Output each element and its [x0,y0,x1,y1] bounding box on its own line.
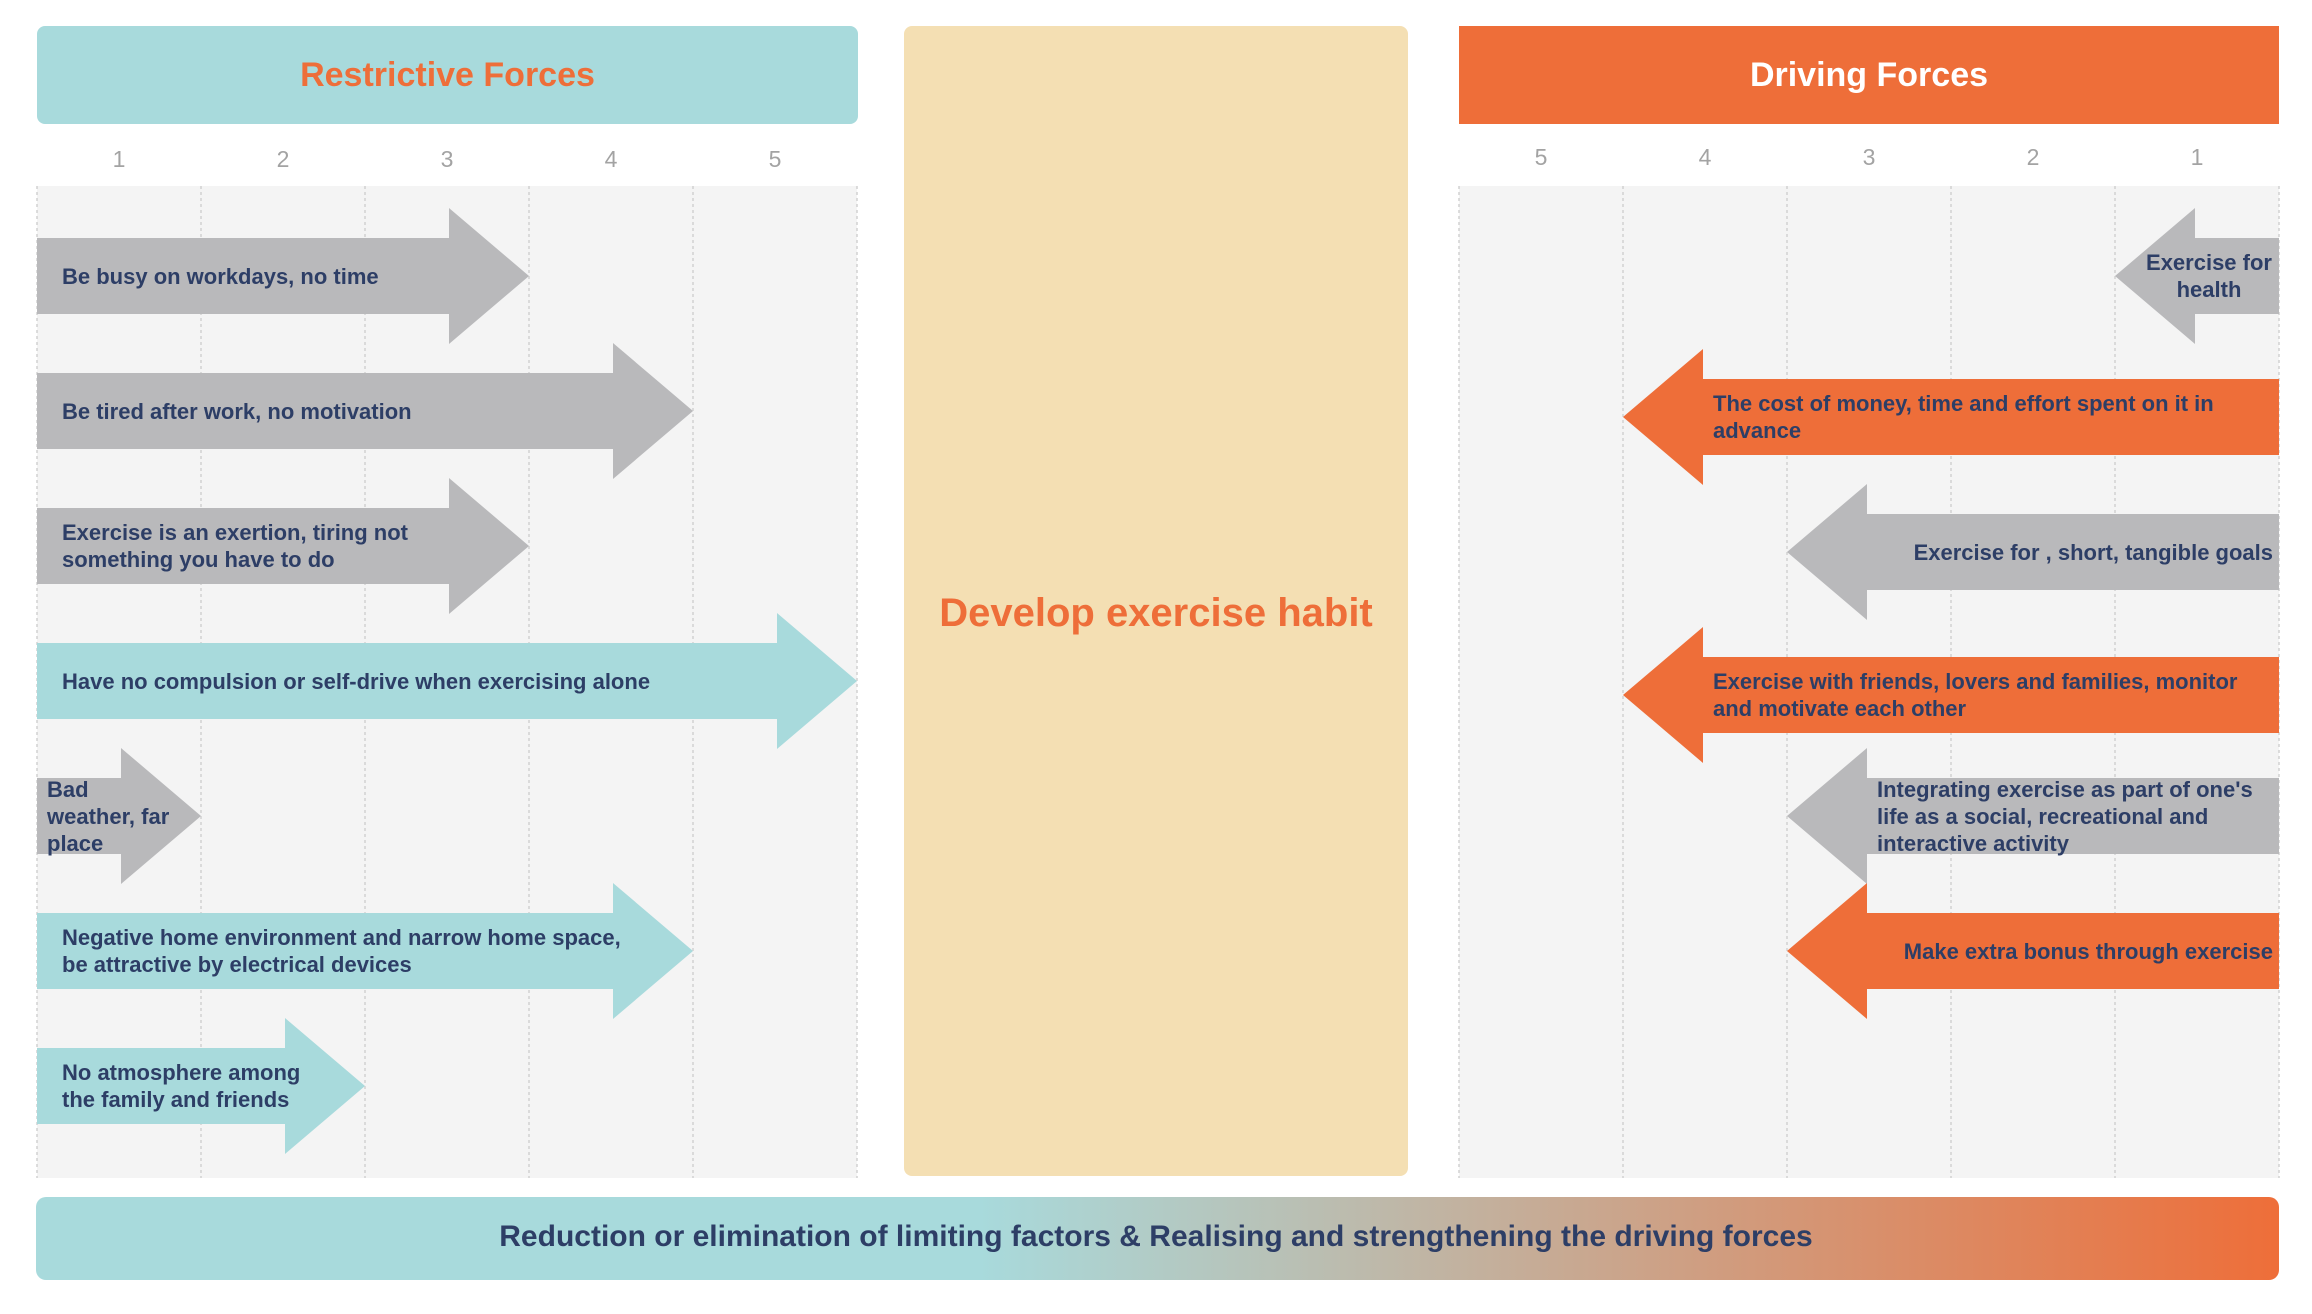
driving-header-bar [1459,26,2279,124]
restrictive-scale-number: 4 [604,146,618,172]
restrictive-force-arrow [37,613,857,749]
restrictive-scale-number: 2 [276,146,290,172]
restrictive-header-title: Restrictive Forces [300,55,595,94]
driving-force-arrow [1623,349,2279,485]
restrictive-force-label: Exercise is an exertion, tiring not some… [62,520,408,572]
driving-scale-number: 4 [1698,144,1712,170]
driving-force-label: Exercise for , short, tangible goals [1913,539,2273,565]
driving-force-arrow [1787,883,2279,1019]
driving-scale-number: 3 [1862,144,1876,170]
restrictive-force-arrow [37,343,693,479]
restrictive-force-arrow [37,883,693,1019]
driving-force-arrow [1787,484,2279,620]
restrictive-force-arrow [37,748,201,884]
restrictive-force-label: Negative home environment and narrow hom… [62,925,621,977]
driving-scale-number: 5 [1534,144,1548,170]
summary-banner [36,1197,2279,1280]
restrictive-scale-number: 5 [768,146,782,172]
driving-header-title: Driving Forces [1749,55,1989,94]
driving-force-arrow [1623,627,2279,763]
driving-force-arrow [1787,748,2279,884]
driving-force-label: Exercise with friends, lovers and famili… [1713,669,2238,721]
driving-force-label: The cost of money, time and effort spent… [1713,391,2214,443]
driving-scale-number: 2 [2026,144,2040,170]
driving-scale-number: 1 [2190,144,2204,170]
summary-banner-label: Reduction or elimination of limiting fac… [499,1220,1813,1253]
restrictive-scale-number: 3 [440,146,454,172]
restrictive-force-arrow [37,1018,365,1154]
restrictive-force-label: Have no compulsion or self-drive when ex… [62,668,651,694]
restrictive-force-label: Bad weather, far place [47,776,170,856]
restrictive-force-label: Be tired after work, no motivation [62,398,412,424]
restrictive-force-label: Be busy on workdays, no time [62,263,379,289]
driving-force-arrow [2115,208,2279,344]
restrictive-force-arrow [37,208,529,344]
driving-force-label: Integrating exercise as part of one's li… [1877,776,2253,856]
driving-force-label: Exercise for health [2146,250,2272,302]
restrictive-header-bar [37,26,858,124]
restrictive-force-arrow [37,478,529,614]
restrictive-forces-panel: 1 2 3 4 5 Be busy on workdays, no time Be tire… [0,0,880,1314]
goal-label: Develop exercise habit [939,591,1373,635]
goal-box [904,26,1408,1176]
driving-force-label: Make extra bonus through exercise [1903,938,2273,964]
restrictive-force-label: No atmosphere among the family and frien… [62,1060,301,1112]
restrictive-scale-number: 1 [112,146,126,172]
